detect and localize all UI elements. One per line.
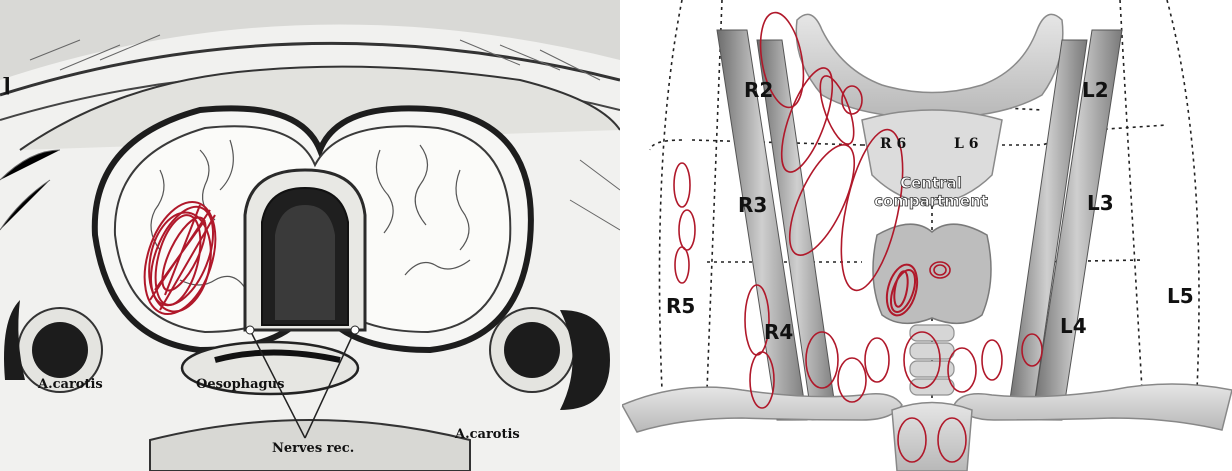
label-r2: R2 (744, 78, 773, 102)
label-r4: R4 (764, 320, 793, 344)
hyoid-bone (796, 14, 1063, 118)
nerve-dot-right (351, 326, 359, 334)
strap-muscle (20, 67, 620, 150)
label-r5: R5 (666, 294, 695, 318)
label-l2: L2 (1082, 78, 1109, 102)
label-central-line1: Central (900, 174, 962, 192)
nerve-dot-left (246, 326, 254, 334)
neck-compartments-figure: R2 L2 R 6 L 6 Central compartment R3 L3 … (622, 0, 1232, 471)
carotis-left-label: A.carotis (37, 377, 103, 392)
label-l6: L 6 (954, 136, 978, 152)
carotis-right-label: A.carotis (454, 427, 520, 442)
oesophagus-label: Oesophagus (196, 377, 284, 392)
label-l5: L5 (1167, 284, 1194, 308)
label-r6: R 6 (880, 136, 906, 152)
axial-section-figure: A.carotis Oesophagus Nerves rec. A.carot… (0, 0, 620, 471)
label-l4: L4 (1060, 314, 1087, 338)
clavicle-left (954, 384, 1232, 430)
nerves-label: Nerves rec. (272, 441, 354, 456)
sternum (892, 403, 972, 471)
bracket-mark: ] (2, 73, 11, 97)
label-l3: L3 (1087, 191, 1114, 215)
neck-compartments-drawing: R2 L2 R 6 L 6 Central compartment R3 L3 … (622, 0, 1232, 471)
carotid-artery-right (504, 322, 560, 378)
trachea-lumen-shade (275, 205, 335, 320)
axial-section-drawing: A.carotis Oesophagus Nerves rec. A.carot… (0, 0, 620, 471)
label-central-line2: compartment (874, 192, 988, 210)
carotid-artery-left (32, 322, 88, 378)
clavicle-right (622, 387, 902, 432)
label-r3: R3 (738, 193, 767, 217)
